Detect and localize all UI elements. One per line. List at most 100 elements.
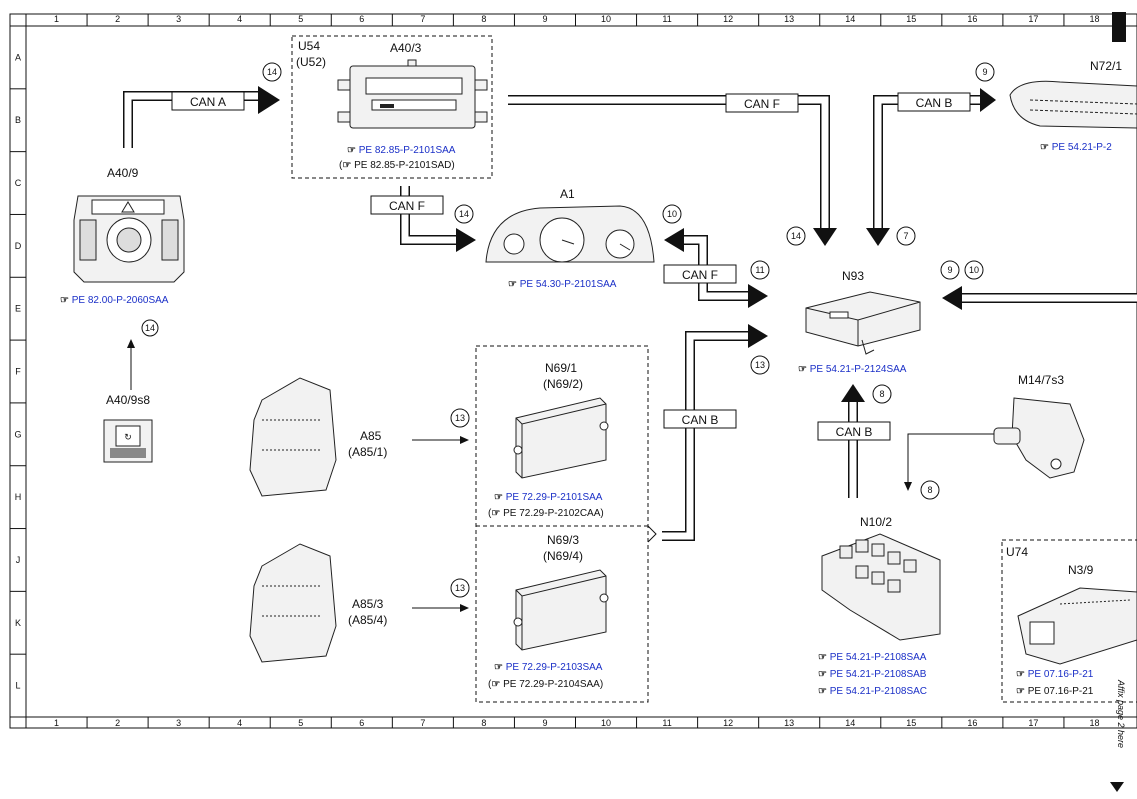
n69-3-ref1[interactable]: ☞ PE 72.29-P-2103SAA — [494, 662, 603, 673]
n69-1-ref1[interactable]: ☞ PE 72.29-P-2101SAA — [494, 492, 603, 503]
a40-9s8-label: A40/9s8 — [106, 393, 150, 407]
grid-col-top-16: 16 — [967, 14, 977, 24]
grid-col-top-1: 1 — [54, 14, 59, 24]
a1-ref[interactable]: ☞ PE 54.30-P-2101SAA — [508, 279, 617, 290]
u54-label: U54 — [298, 39, 320, 53]
a85-3-label: A85/3 — [352, 597, 384, 611]
grid-col-top-9: 9 — [542, 14, 547, 24]
grid-col-top-7: 7 — [420, 14, 425, 24]
grid-row-B: B — [15, 115, 21, 125]
grid-row-H: H — [15, 492, 22, 502]
grid-column-labels: 1122334455667788991010111112121313141415… — [54, 14, 1099, 728]
grid-col-bottom-7: 7 — [420, 718, 425, 728]
n69-3-ref2[interactable]: (☞ PE 72.29-P-2104SAA) — [488, 679, 603, 690]
a85-component — [249, 377, 337, 497]
n10-2-ref1[interactable]: ☞ PE 54.21-P-2108SAA — [818, 652, 927, 663]
can-f-mid-label: CAN F — [389, 199, 425, 213]
grid-row-J: J — [16, 555, 21, 565]
u74-boundary — [1001, 539, 1137, 703]
grid-col-top-3: 3 — [176, 14, 181, 24]
corner-mark — [1112, 12, 1126, 42]
a85-sub-label: (A85/1) — [348, 445, 387, 459]
a1-component — [485, 205, 655, 263]
grid-col-bottom-8: 8 — [481, 718, 486, 728]
n10-2-component — [821, 533, 941, 641]
a40-3-ref2[interactable]: (☞ PE 82.85-P-2101SAD) — [339, 160, 455, 171]
grid-col-top-11: 11 — [662, 14, 671, 24]
grid-col-top-13: 13 — [784, 14, 794, 24]
circle-9: 9 — [947, 265, 952, 275]
grid-col-top-14: 14 — [845, 14, 855, 24]
grid-col-top-10: 10 — [601, 14, 611, 24]
can-b-mid-label: CAN B — [682, 413, 719, 427]
circle-7: 7 — [903, 231, 908, 241]
can-b-top-label: CAN B — [916, 96, 953, 110]
n3-9-ref2[interactable]: ☞ PE 07.16-P-21 — [1016, 686, 1094, 697]
circle-9-top: 9 — [982, 67, 987, 77]
u74-label: U74 — [1006, 545, 1028, 559]
grid-col-bottom-17: 17 — [1028, 718, 1038, 728]
a40-9s8-component: ↻ — [103, 419, 153, 463]
grid-col-bottom-6: 6 — [359, 718, 364, 728]
grid-col-bottom-14: 14 — [845, 718, 855, 728]
grid-col-bottom-12: 12 — [723, 718, 733, 728]
grid-col-bottom-3: 3 — [176, 718, 181, 728]
n72-1-ref[interactable]: ☞ PE 54.21-P-2 — [1040, 142, 1112, 153]
can-f-right-label: CAN F — [682, 268, 718, 282]
grid-col-top-12: 12 — [723, 14, 733, 24]
grid-col-bottom-15: 15 — [906, 718, 916, 728]
n93-ref[interactable]: ☞ PE 54.21-P-2124SAA — [798, 364, 907, 375]
n3-9-ref1[interactable]: ☞ PE 07.16-P-21 — [1016, 669, 1094, 680]
grid-col-bottom-10: 10 — [601, 718, 611, 728]
grid-col-bottom-18: 18 — [1089, 718, 1099, 728]
grid-col-bottom-13: 13 — [784, 718, 794, 728]
circle-13-a853: 13 — [455, 583, 465, 593]
a40-9-component — [73, 195, 185, 283]
grid-col-top-8: 8 — [481, 14, 486, 24]
grid-row-E: E — [15, 304, 21, 314]
n72-1-label: N72/1 — [1090, 59, 1122, 73]
grid-col-top-6: 6 — [359, 14, 364, 24]
m14-7s3-link — [904, 433, 994, 491]
grid-row-K: K — [15, 618, 21, 628]
n93-component — [805, 291, 921, 355]
grid-row-G: G — [14, 429, 21, 439]
circle-8-n93: 8 — [879, 389, 884, 399]
n69-3-component — [513, 569, 609, 651]
circle-10: 10 — [667, 209, 677, 219]
n10-2-label: N10/2 — [860, 515, 892, 529]
a40-3-label: A40/3 — [390, 41, 422, 55]
can-f-top-label: CAN F — [744, 97, 780, 111]
n10-2-ref3[interactable]: ☞ PE 54.21-P-2108SAC — [818, 686, 927, 697]
can-b-low-label: CAN B — [836, 425, 873, 439]
n69-1-label: N69/1 — [545, 361, 577, 375]
grid-col-top-2: 2 — [115, 14, 120, 24]
can-a-arrowhead — [258, 86, 280, 114]
circle-11: 11 — [755, 265, 764, 275]
circle-10b: 10 — [969, 265, 979, 275]
n10-2-ref2[interactable]: ☞ PE 54.21-P-2108SAB — [818, 669, 927, 680]
grid-row-C: C — [15, 178, 22, 188]
grid-col-top-17: 17 — [1028, 14, 1038, 24]
grid-col-bottom-2: 2 — [115, 718, 120, 728]
circle-8-m14: 8 — [927, 485, 932, 495]
circle-14-top: 14 — [267, 67, 277, 77]
grid-col-top-5: 5 — [298, 14, 303, 24]
grid-row-L: L — [15, 681, 20, 691]
a85-3-sub-label: (A85/4) — [348, 613, 387, 627]
a1-label: A1 — [560, 187, 575, 201]
grid-frame — [9, 13, 1137, 729]
m14-7s3-label: M14/7s3 — [1018, 373, 1064, 387]
a85-3-component — [249, 543, 337, 663]
a40-3-ref1[interactable]: ☞ PE 82.85-P-2101SAA — [347, 145, 456, 156]
n69-1-ref2[interactable]: (☞ PE 72.29-P-2102CAA) — [488, 508, 604, 519]
n93-label: N93 — [842, 269, 864, 283]
m14-7s3-component — [993, 397, 1085, 479]
can-a-label: CAN A — [190, 95, 226, 109]
circle-14-left: 14 — [145, 323, 155, 333]
n69-boundary — [475, 345, 649, 703]
a40-9-ref[interactable]: ☞ PE 82.00-P-2060SAA — [60, 295, 169, 306]
grid-col-top-4: 4 — [237, 14, 242, 24]
grid-col-bottom-5: 5 — [298, 718, 303, 728]
